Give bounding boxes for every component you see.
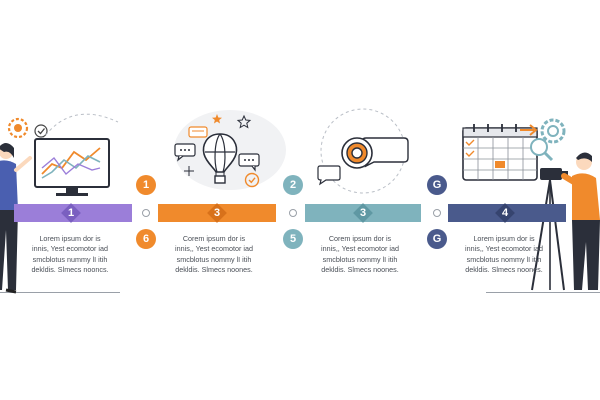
step-2-line-1: Corem ipsum dor is	[182, 234, 246, 243]
hot-air-balloon-icon	[202, 133, 238, 184]
chat-bubble-icon-2	[238, 153, 260, 172]
step-3-line-4: dekldis. Slmecs noones.	[321, 265, 399, 275]
step-3-line-2: innis,, Yest ecomotor iad	[321, 244, 399, 254]
chat-bubble-icon	[174, 143, 196, 162]
target-bullseye-icon	[341, 137, 373, 169]
step-2-line-3: smcblotus nommy lI itih	[176, 254, 252, 264]
step-4-line-2: innis,, Yest ecomotor iad	[465, 244, 543, 254]
ground-line-right	[486, 292, 600, 293]
step-4-line-1: Lorem ipsum dor is	[473, 234, 535, 243]
step-badge-bottom-3: G	[427, 229, 447, 249]
sparkle-icon	[184, 166, 194, 176]
band-4-number: 4	[501, 207, 509, 219]
step-4-text: Lorem ipsum dor is innis,, Yest ecomotor…	[456, 234, 552, 276]
ground-line	[0, 292, 120, 293]
step-badge-top-1: 1	[136, 175, 156, 195]
camera-man-icon	[531, 152, 600, 291]
step-badge-bottom-1: 6	[136, 229, 156, 249]
step-4-line-3: smcblotus nommy lI itih	[466, 254, 542, 264]
band-3-number: 3	[359, 207, 367, 219]
step-2-line-2: innis,, Yest ecomotor iad	[175, 244, 253, 254]
calendar-icon	[462, 124, 538, 181]
magnifier-icon	[530, 138, 554, 162]
connector-dot-1	[142, 209, 150, 217]
chat-bubble-orange-icon	[188, 126, 208, 138]
step-3-line-1: Corem ipsum dor is	[328, 234, 392, 243]
step-1-line-3: smcblotus nummy lI itih	[32, 254, 108, 264]
step-badge-top-2: 2	[283, 175, 303, 195]
band-2-number: 3	[213, 207, 221, 219]
star-orange-icon	[212, 114, 222, 124]
step-2-line-4: dekldis. Slmecs noones.	[175, 265, 253, 275]
speech-bubble-icon-2	[317, 165, 341, 186]
step-1-line-1: Lorem ipsum dor is	[39, 234, 101, 243]
arrow-orange-icon	[520, 124, 538, 136]
gear-icon	[540, 118, 566, 144]
check-icon	[34, 124, 48, 138]
step-3-line-3: smcblotus nommy lI itih	[322, 254, 398, 264]
step-3-text: Corem ipsum dor is innis,, Yest ecomotor…	[312, 234, 408, 276]
line-chart-monitor-icon	[34, 138, 110, 196]
step-1-text: Lorem ipsum dor is innis, Yest ecomotor …	[22, 234, 118, 276]
connector-dot-2	[289, 209, 297, 217]
step-2-text: Corem ipsum dor is innis,, Yest ecomotor…	[166, 234, 262, 276]
step-1-line-2: innis, Yest ecomotor iad	[32, 244, 108, 254]
band-1-number: 1	[67, 207, 75, 219]
connector-dot-3	[433, 209, 441, 217]
woman-presenter-icon	[0, 143, 32, 294]
step-badge-top-3: G	[427, 175, 447, 195]
step-1-line-4: dekldis. Slmecs nooncs.	[31, 265, 109, 275]
check-icon	[244, 172, 260, 188]
step-4-line-4: dekldis. Slmecs noones.	[465, 265, 543, 275]
star-icon	[236, 114, 252, 129]
step-badge-bottom-2: 5	[283, 229, 303, 249]
gear-bulb-icon	[7, 117, 29, 139]
